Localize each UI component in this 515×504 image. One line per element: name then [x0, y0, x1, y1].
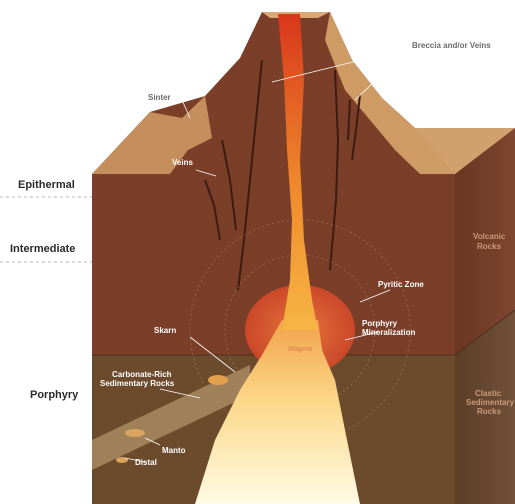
zone-porphyry: Porphyry	[30, 389, 79, 401]
label-veins: Veins	[172, 158, 193, 167]
label-porphyry-mineralization-line2: Mineralization	[362, 328, 415, 337]
label-distal: Distal	[135, 458, 157, 467]
label-manto: Manto	[162, 446, 186, 455]
zone-intermediate: Intermediate	[10, 243, 75, 255]
label-porphyry-mineralization-line1: Porphyry	[362, 319, 398, 328]
label-clastic-line1: Clastic	[475, 389, 502, 398]
label-magma: Magma	[288, 346, 312, 353]
zone-epithermal: Epithermal	[18, 179, 75, 191]
label-skarn: Skarn	[154, 326, 176, 335]
skarn-patch	[208, 375, 228, 385]
label-carbonate-line2: Sedimentary Rocks	[100, 379, 175, 388]
label-volcanic-rocks-line2: Rocks	[477, 242, 502, 251]
label-carbonate-line1: Carbonate-Rich	[112, 370, 172, 379]
label-sinter: Sinter	[148, 93, 171, 102]
label-clastic-line2: Sedimentary	[466, 398, 515, 407]
label-clastic-line3: Rocks	[477, 407, 502, 416]
label-pyritic-zone: Pyritic Zone	[378, 280, 424, 289]
label-volcanic-rocks-line1: Volcanic	[473, 232, 506, 241]
manto-patch	[125, 429, 145, 437]
label-breccia: Breccia and/or Veins	[412, 41, 491, 50]
